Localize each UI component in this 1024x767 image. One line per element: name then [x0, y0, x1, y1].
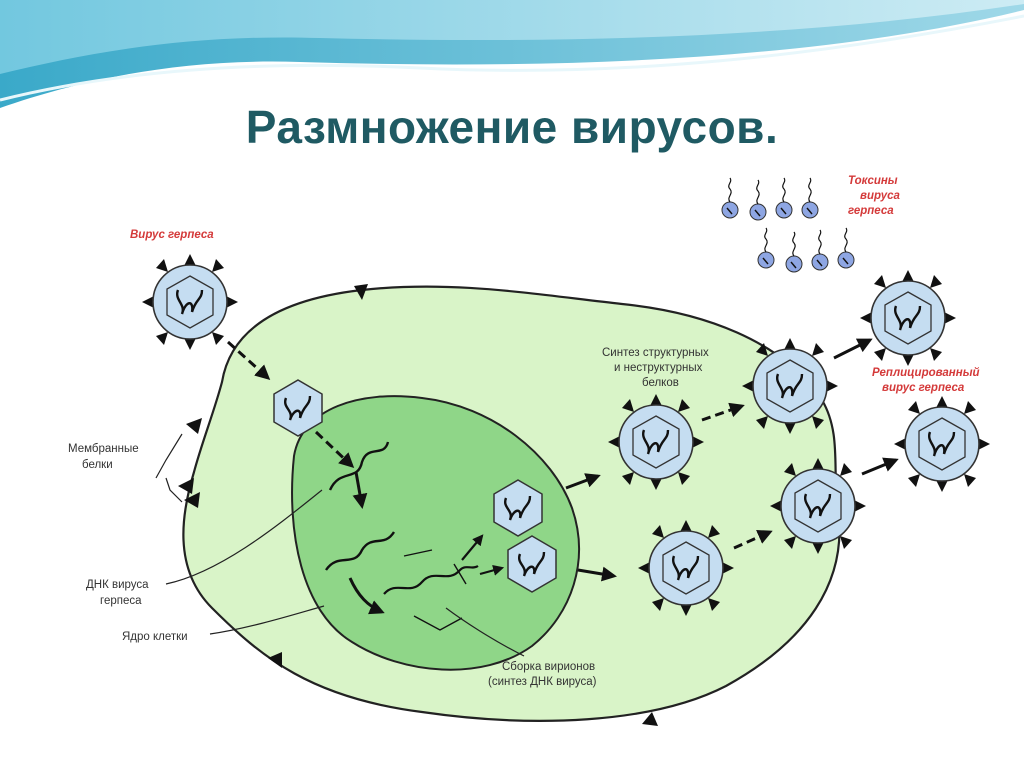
virus-reproduction-diagram: Вирус герпеса Токсины вируса герпеса Син…: [62, 172, 996, 744]
label-toxins-3: герпеса: [848, 205, 894, 217]
label-membrane-2: белки: [82, 459, 113, 471]
label-dna-2: герпеса: [100, 595, 142, 607]
label-membrane-1: Мембранные: [68, 443, 139, 455]
label-synthesis-3: белков: [642, 377, 679, 389]
label-toxins-2: вируса: [860, 190, 900, 202]
label-toxins-1: Токсины: [848, 175, 898, 187]
label-replicated-2: вирус герпеса: [882, 382, 965, 394]
slide-title: Размножение вирусов.: [245, 101, 779, 153]
label-assembly-1: Сборка вирионов: [502, 661, 595, 673]
header-waves-decoration: [0, 0, 1024, 108]
label-synthesis-2: и неструктурных: [614, 362, 703, 374]
label-assembly-2: (синтез ДНК вируса): [488, 676, 597, 688]
label-herpes-virus: Вирус герпеса: [130, 229, 214, 241]
label-synthesis-1: Синтез структурных: [602, 347, 709, 359]
label-replicated-1: Реплицированный: [872, 367, 980, 379]
label-dna-1: ДНК вируса: [86, 579, 149, 591]
label-nucleus: Ядро клетки: [122, 631, 188, 643]
